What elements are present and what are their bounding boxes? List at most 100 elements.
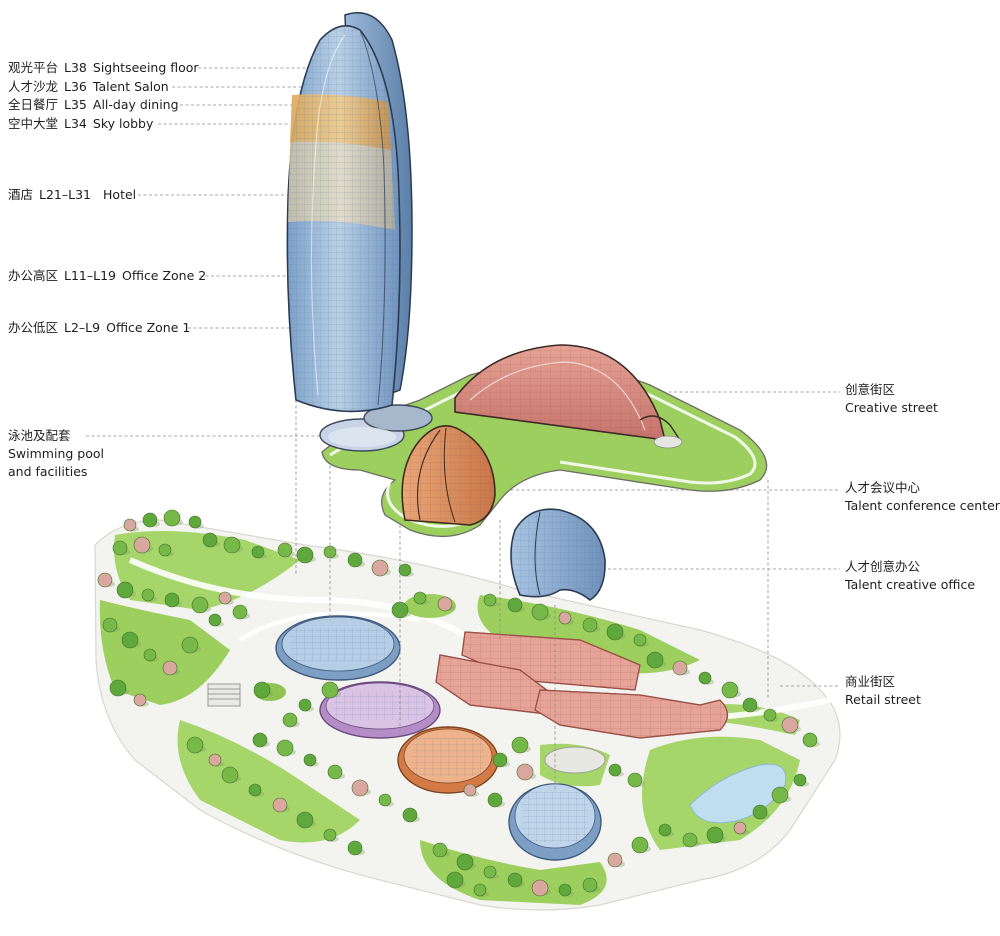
tree bbox=[158, 543, 172, 557]
label-cn: 酒店 bbox=[8, 187, 34, 202]
label-level: L34 bbox=[64, 116, 87, 131]
label-cn: 创意街区 bbox=[845, 382, 896, 397]
tree bbox=[298, 698, 312, 712]
tree bbox=[109, 679, 127, 697]
tree bbox=[793, 773, 807, 787]
tree bbox=[646, 651, 664, 669]
tree bbox=[607, 852, 623, 868]
ground-site-plan bbox=[94, 519, 841, 911]
creative-office-pod bbox=[510, 508, 606, 601]
tree bbox=[606, 623, 624, 641]
label-cn: 办公低区 bbox=[8, 320, 59, 335]
tree bbox=[327, 764, 343, 780]
label-cn: 办公高区 bbox=[8, 268, 59, 283]
tree bbox=[232, 604, 248, 620]
label-retail-street: 商业街区 Retail street bbox=[845, 673, 921, 709]
tree bbox=[531, 879, 549, 897]
label-en: Creative street bbox=[845, 400, 938, 415]
tree bbox=[142, 512, 158, 528]
tree bbox=[516, 763, 534, 781]
tree bbox=[658, 823, 672, 837]
label-en: Swimming pool bbox=[8, 446, 104, 461]
tree bbox=[752, 804, 768, 820]
tree bbox=[672, 660, 688, 676]
tree bbox=[721, 681, 739, 699]
tree bbox=[133, 693, 147, 707]
tree bbox=[682, 832, 698, 848]
tree bbox=[323, 545, 337, 559]
tree bbox=[351, 779, 369, 797]
pool-building-plan bbox=[275, 615, 401, 681]
label-level: L21–L31 bbox=[39, 187, 92, 202]
tree bbox=[633, 633, 647, 647]
tree bbox=[706, 826, 724, 844]
purple-building-plan bbox=[319, 681, 441, 739]
tree bbox=[771, 786, 789, 804]
trees bbox=[97, 435, 820, 897]
tree bbox=[253, 681, 271, 699]
tree bbox=[511, 736, 529, 754]
tree bbox=[437, 596, 453, 612]
tree bbox=[143, 648, 157, 662]
orange-building-plan bbox=[397, 726, 499, 794]
tree bbox=[627, 772, 643, 788]
tree bbox=[463, 783, 477, 797]
tree bbox=[432, 842, 448, 858]
tree bbox=[181, 636, 199, 654]
label-talent-conference-center: 人才会议中心 Talent conference center bbox=[845, 479, 1000, 515]
label-cn: 泳池及配套 bbox=[8, 428, 71, 443]
tree bbox=[252, 732, 268, 748]
leader-lines bbox=[86, 67, 840, 790]
tree bbox=[202, 532, 218, 548]
retail-street-plan bbox=[435, 631, 729, 739]
label-cn: 空中大堂 bbox=[8, 116, 59, 131]
tree bbox=[802, 732, 818, 748]
tree bbox=[121, 631, 139, 649]
tree bbox=[492, 752, 508, 768]
label-level: L11–L19 bbox=[64, 268, 117, 283]
tree bbox=[208, 753, 222, 767]
tree bbox=[742, 697, 758, 713]
tree bbox=[186, 736, 204, 754]
tree bbox=[188, 515, 202, 529]
tree bbox=[123, 518, 137, 532]
tree bbox=[631, 836, 649, 854]
tree bbox=[133, 536, 151, 554]
label-en: Retail street bbox=[845, 692, 921, 707]
tower bbox=[286, 12, 413, 413]
tree bbox=[282, 712, 298, 728]
tree bbox=[321, 681, 339, 699]
tree bbox=[483, 593, 497, 607]
tree bbox=[272, 797, 288, 813]
tree bbox=[608, 763, 622, 777]
tree bbox=[218, 591, 232, 605]
tree bbox=[347, 552, 363, 568]
tree bbox=[582, 877, 598, 893]
label-cn: 全日餐厅 bbox=[8, 97, 59, 112]
tree bbox=[582, 617, 598, 633]
tree bbox=[446, 871, 464, 889]
tree bbox=[398, 563, 412, 577]
tree bbox=[221, 766, 239, 784]
label-cn: 商业街区 bbox=[845, 674, 896, 689]
label-office-zone-2: 办公高区 L11–L19 Office Zone 2 bbox=[8, 267, 206, 285]
tree bbox=[276, 739, 294, 757]
label-cn: 人才沙龙 bbox=[8, 79, 59, 94]
label-en-2: and facilities bbox=[8, 464, 88, 479]
tree bbox=[507, 872, 523, 888]
label-en: Office Zone 2 bbox=[122, 268, 207, 283]
label-creative-street: 创意街区 Creative street bbox=[845, 381, 938, 417]
label-level: L2–L9 bbox=[64, 320, 101, 335]
lawn-southwest bbox=[177, 720, 360, 843]
label-cn: 人才会议中心 bbox=[845, 480, 921, 495]
tree bbox=[347, 840, 363, 856]
label-swimming-pool: 泳池及配套 Swimming pool and facilities bbox=[8, 427, 104, 481]
tree bbox=[97, 572, 113, 588]
conference-pod bbox=[401, 424, 496, 526]
